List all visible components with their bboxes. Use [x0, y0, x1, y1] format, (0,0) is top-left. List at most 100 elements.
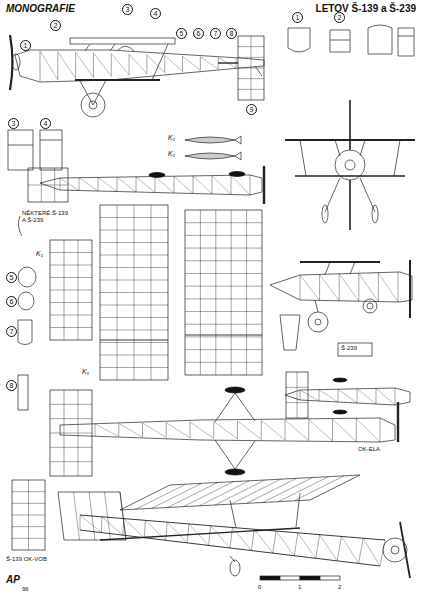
scale-number: 2 [338, 584, 341, 591]
scale-number: 1 [298, 584, 301, 591]
callout-number: 4 [40, 118, 51, 129]
lower-wing-panel [100, 205, 168, 380]
truss-diagonal [238, 421, 262, 440]
truss-diagonal [359, 273, 379, 301]
truss-member [273, 531, 276, 553]
bomb [185, 153, 235, 159]
hub [367, 303, 373, 309]
propeller-s239 [409, 260, 411, 318]
rib [100, 292, 168, 293]
hub [391, 546, 399, 554]
rib [100, 330, 168, 331]
callout-number: 9 [246, 104, 257, 115]
truss-diagonal [167, 522, 187, 543]
truss-member [237, 421, 238, 439]
truss-member [359, 538, 364, 563]
truss-member [212, 176, 213, 194]
truss-member [164, 55, 165, 72]
truss-diagonal [254, 529, 273, 553]
hub [345, 160, 355, 170]
wheel-plan [229, 172, 245, 177]
truss-member [376, 388, 377, 404]
upper-wing-s239 [300, 261, 380, 263]
rib [247, 478, 297, 503]
rudder [238, 36, 264, 100]
cabane-strut [85, 44, 90, 51]
scale-segment [260, 576, 280, 580]
rib [12, 538, 45, 539]
windscreen [118, 46, 134, 51]
callout-number: 3 [122, 4, 133, 15]
truss-diagonal [189, 524, 209, 546]
truss-diagonal [166, 423, 190, 439]
truss-member [251, 529, 254, 550]
callout-number: 7 [210, 28, 221, 39]
truss-diagonal [341, 536, 358, 563]
tail-skid [255, 66, 262, 76]
rib [12, 503, 45, 504]
truss-member [395, 388, 396, 405]
rib [185, 273, 262, 274]
truss-member [319, 274, 320, 300]
bomb [185, 137, 235, 143]
truss-diagonal [183, 56, 201, 70]
rib [100, 242, 168, 243]
truss-diagonal [190, 422, 214, 439]
rib [100, 230, 168, 231]
rib [263, 478, 313, 503]
detail-panel [330, 30, 350, 52]
registration-label: Š-139 OK-VOB [6, 556, 47, 563]
wheel-plan [225, 387, 245, 393]
lower-wing-perspective [100, 528, 300, 540]
rib [50, 277, 92, 278]
strut [235, 441, 255, 469]
rib [152, 483, 202, 508]
detail-panel [398, 28, 414, 56]
lower-wing-front [295, 175, 405, 177]
truss-diagonal [58, 52, 76, 79]
rib [238, 57, 264, 58]
rib [136, 484, 186, 509]
truss-member [285, 420, 286, 440]
truss-member [380, 418, 381, 442]
interplane-strut [152, 44, 168, 80]
rib [199, 481, 249, 506]
truss-diagonal [102, 517, 123, 535]
truss-diagonal [117, 177, 136, 192]
truss-diagonal [129, 54, 147, 74]
part-label: K₁ [82, 368, 89, 376]
rib [185, 286, 262, 287]
rib [50, 265, 92, 266]
callout-number: 2 [50, 20, 61, 31]
rib [185, 248, 262, 249]
rib [185, 235, 262, 236]
truss-diagonal [378, 273, 398, 302]
rib [100, 342, 168, 343]
rib [50, 252, 92, 253]
rib [50, 290, 92, 291]
rib [50, 418, 92, 419]
truss-member [250, 175, 251, 195]
wheel-front [372, 205, 378, 223]
truss-diagonal [300, 275, 320, 300]
rib [100, 217, 168, 218]
truss-diagonal [211, 526, 230, 548]
rib [28, 185, 68, 186]
callout-number: 5 [6, 272, 17, 283]
wheel-plan [225, 469, 245, 475]
truss-diagonal [276, 531, 294, 556]
truss-diagonal [298, 533, 316, 558]
upper-wing [70, 38, 175, 44]
truss-member [308, 420, 309, 441]
detail-box [8, 130, 33, 170]
truss-member [294, 533, 298, 556]
wheel-plan [333, 378, 347, 382]
fuselage-side [15, 50, 264, 82]
rib [50, 302, 92, 303]
part-label: K₁ [168, 134, 175, 142]
part-label: K₁ [36, 250, 43, 258]
gear-leg [315, 300, 318, 312]
callout-number: 7 [6, 326, 17, 337]
rib [50, 447, 92, 448]
